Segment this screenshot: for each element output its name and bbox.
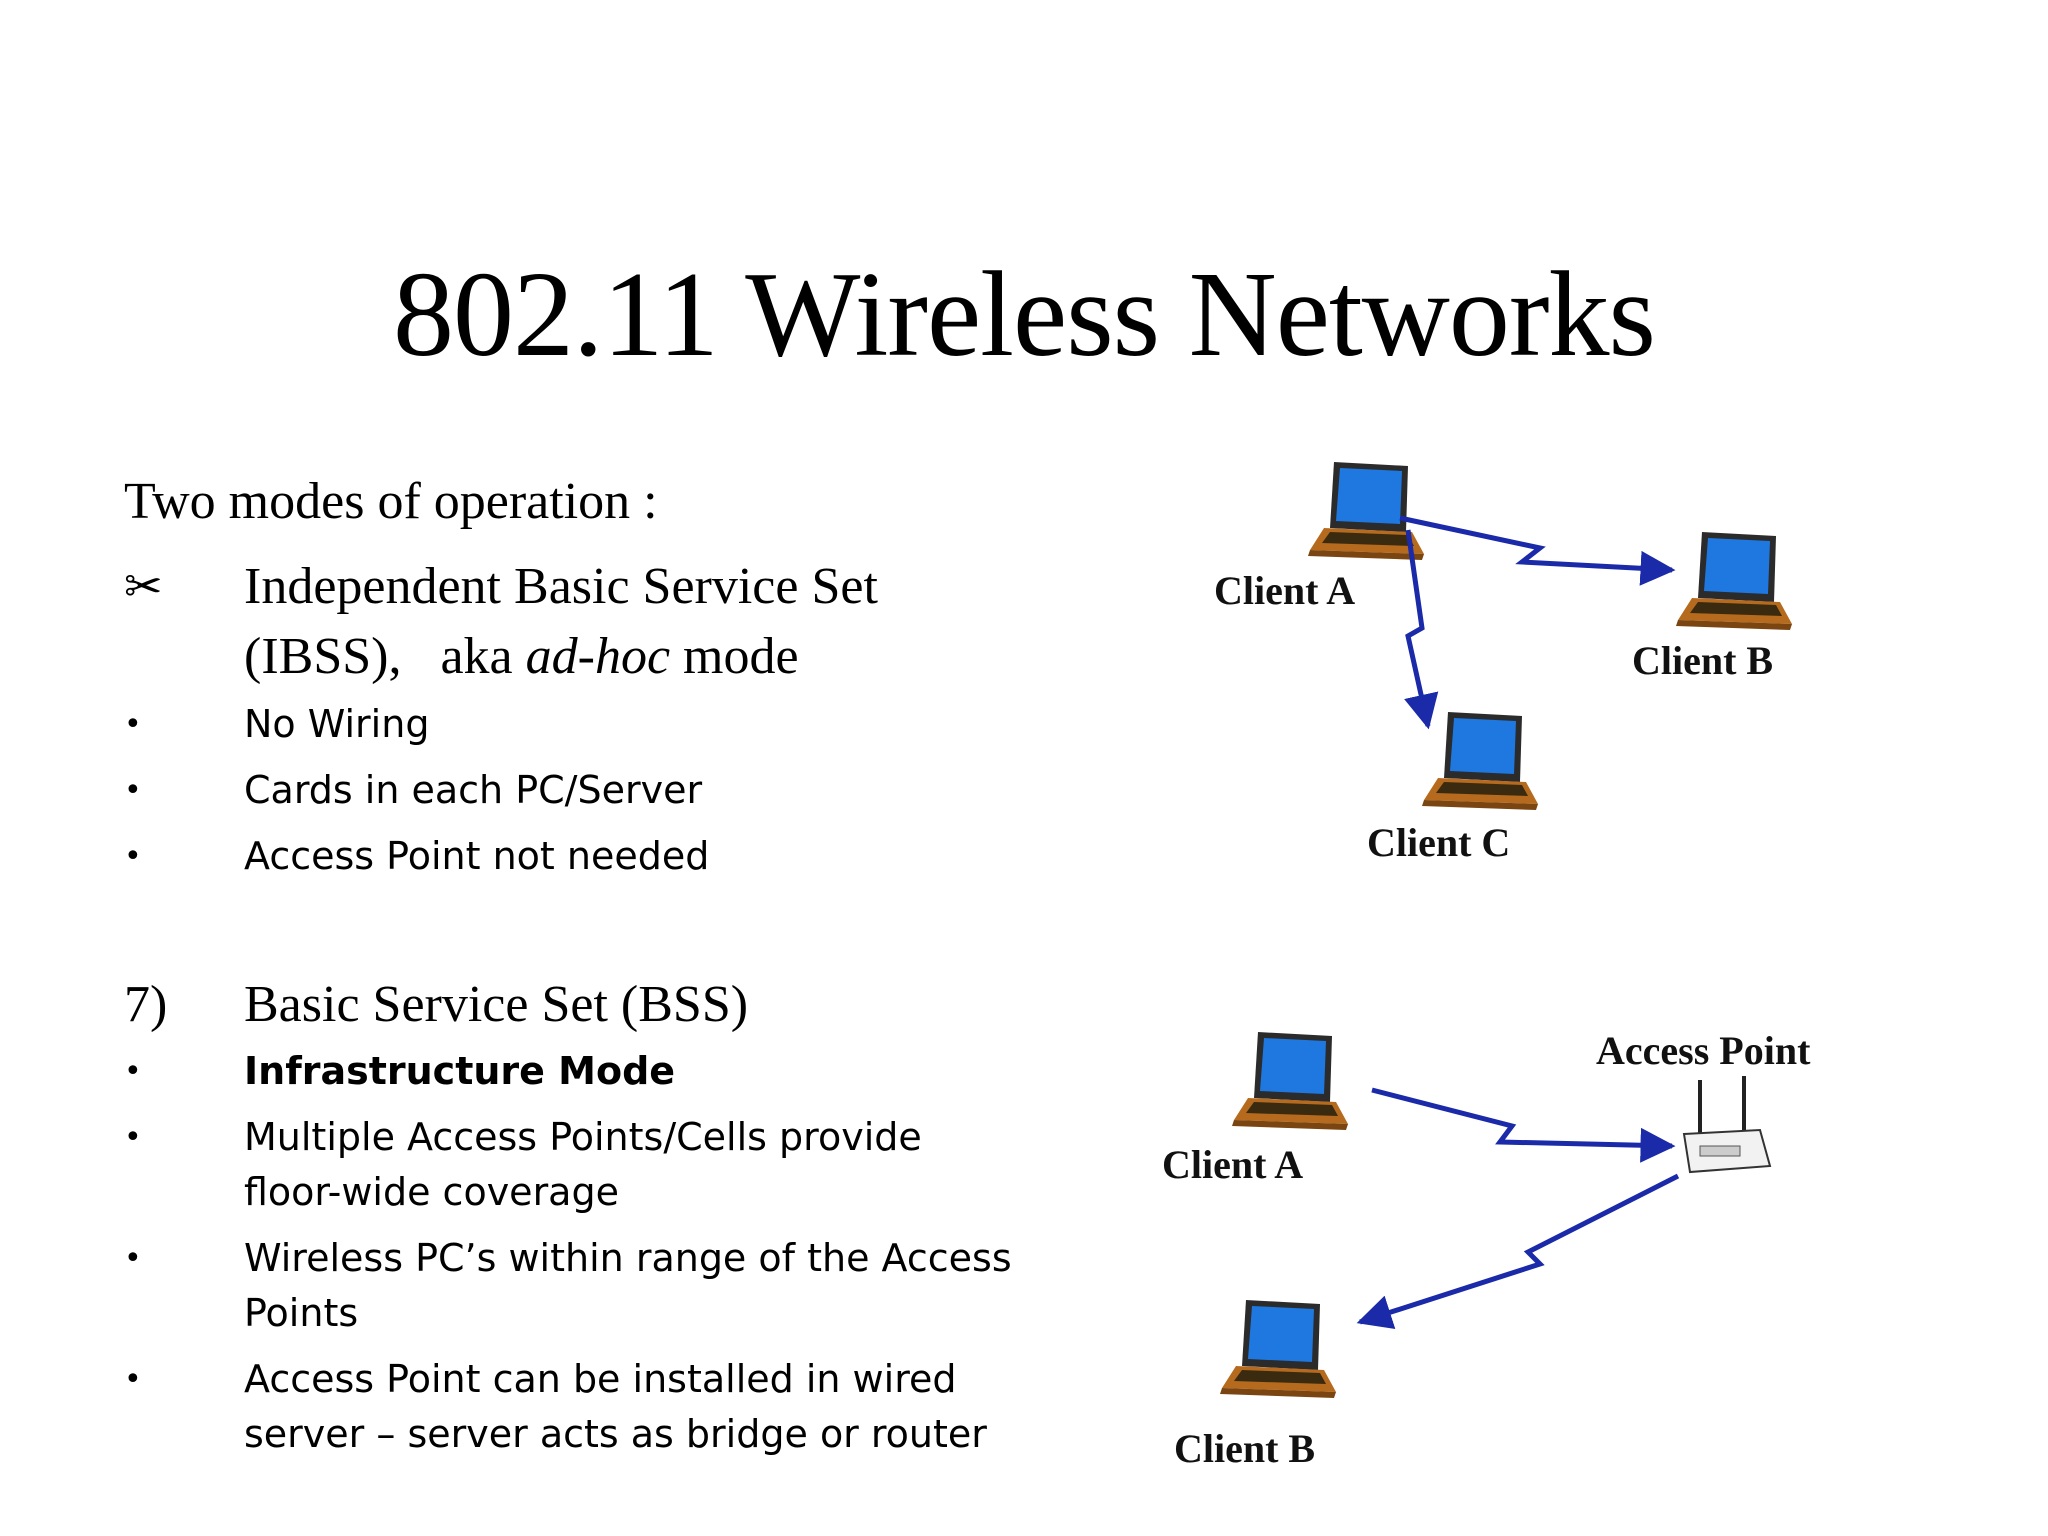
ibss-line2-suffix: mode xyxy=(670,628,799,685)
bullet-marker: • xyxy=(124,773,142,808)
wireless-arrow-a-to-c xyxy=(1404,529,1439,730)
laptop-icon-client-b xyxy=(1220,1300,1336,1398)
wireless-arrow-a-to-b xyxy=(1399,515,1676,586)
bullet-marker: • xyxy=(124,1362,142,1397)
bullet-text: Access Point not needed xyxy=(244,834,710,878)
bullet-text: Access Point can be installed in wired s… xyxy=(244,1357,987,1456)
ibss-line2-prefix: (IBSS), aka xyxy=(244,628,526,685)
laptop-icon-client-a xyxy=(1308,462,1424,560)
bullet-marker: • xyxy=(124,1241,142,1276)
ibss-line1: Independent Basic Service Set xyxy=(244,558,878,615)
label-client-a: Client A xyxy=(1214,568,1355,613)
ibss-adhoc-italic: ad-hoc xyxy=(525,628,671,685)
bullet-marker: • xyxy=(124,1120,142,1155)
adhoc-diagram: Client A Client B Client C xyxy=(1214,462,1792,865)
bullet-marker: • xyxy=(124,839,142,874)
laptop-icon-client-c xyxy=(1422,712,1538,810)
slide-title: 802.11 Wireless Networks xyxy=(392,247,1656,382)
bullet-marker: • xyxy=(124,707,142,742)
bullet-marker: • xyxy=(124,1054,142,1089)
bullet-text: Wireless PC’s within range of the Access… xyxy=(244,1236,1012,1335)
intro-text: Two modes of operation : xyxy=(124,473,658,530)
laptop-icon-client-a xyxy=(1232,1032,1348,1130)
wireless-arrow-ap-to-b xyxy=(1356,1173,1680,1329)
infrastructure-diagram: Access Point Client A Client B xyxy=(1162,1028,1811,1471)
bullet-text: No Wiring xyxy=(244,702,430,746)
ibss-line2: (IBSS), aka ad-hoc mode xyxy=(244,622,1144,692)
laptop-icon-client-b xyxy=(1676,532,1792,630)
scissors-icon: ✂ xyxy=(124,561,163,612)
wireless-arrow-a-to-ap xyxy=(1371,1087,1676,1163)
label-client-b: Client B xyxy=(1174,1426,1315,1471)
label-client-a: Client A xyxy=(1162,1142,1303,1187)
access-point-icon xyxy=(1682,1076,1772,1174)
bss-marker: 7) xyxy=(124,976,168,1033)
bullet-text: Infrastructure Mode xyxy=(244,1049,676,1093)
label-client-b: Client B xyxy=(1632,638,1773,683)
label-client-c: Client C xyxy=(1367,820,1510,865)
bss-heading-text: Basic Service Set (BSS) xyxy=(244,976,749,1033)
label-access-point: Access Point xyxy=(1596,1028,1811,1073)
bullet-text: Multiple Access Points/Cells provide flo… xyxy=(244,1115,922,1214)
bullet-text: Cards in each PC/Server xyxy=(244,768,703,812)
